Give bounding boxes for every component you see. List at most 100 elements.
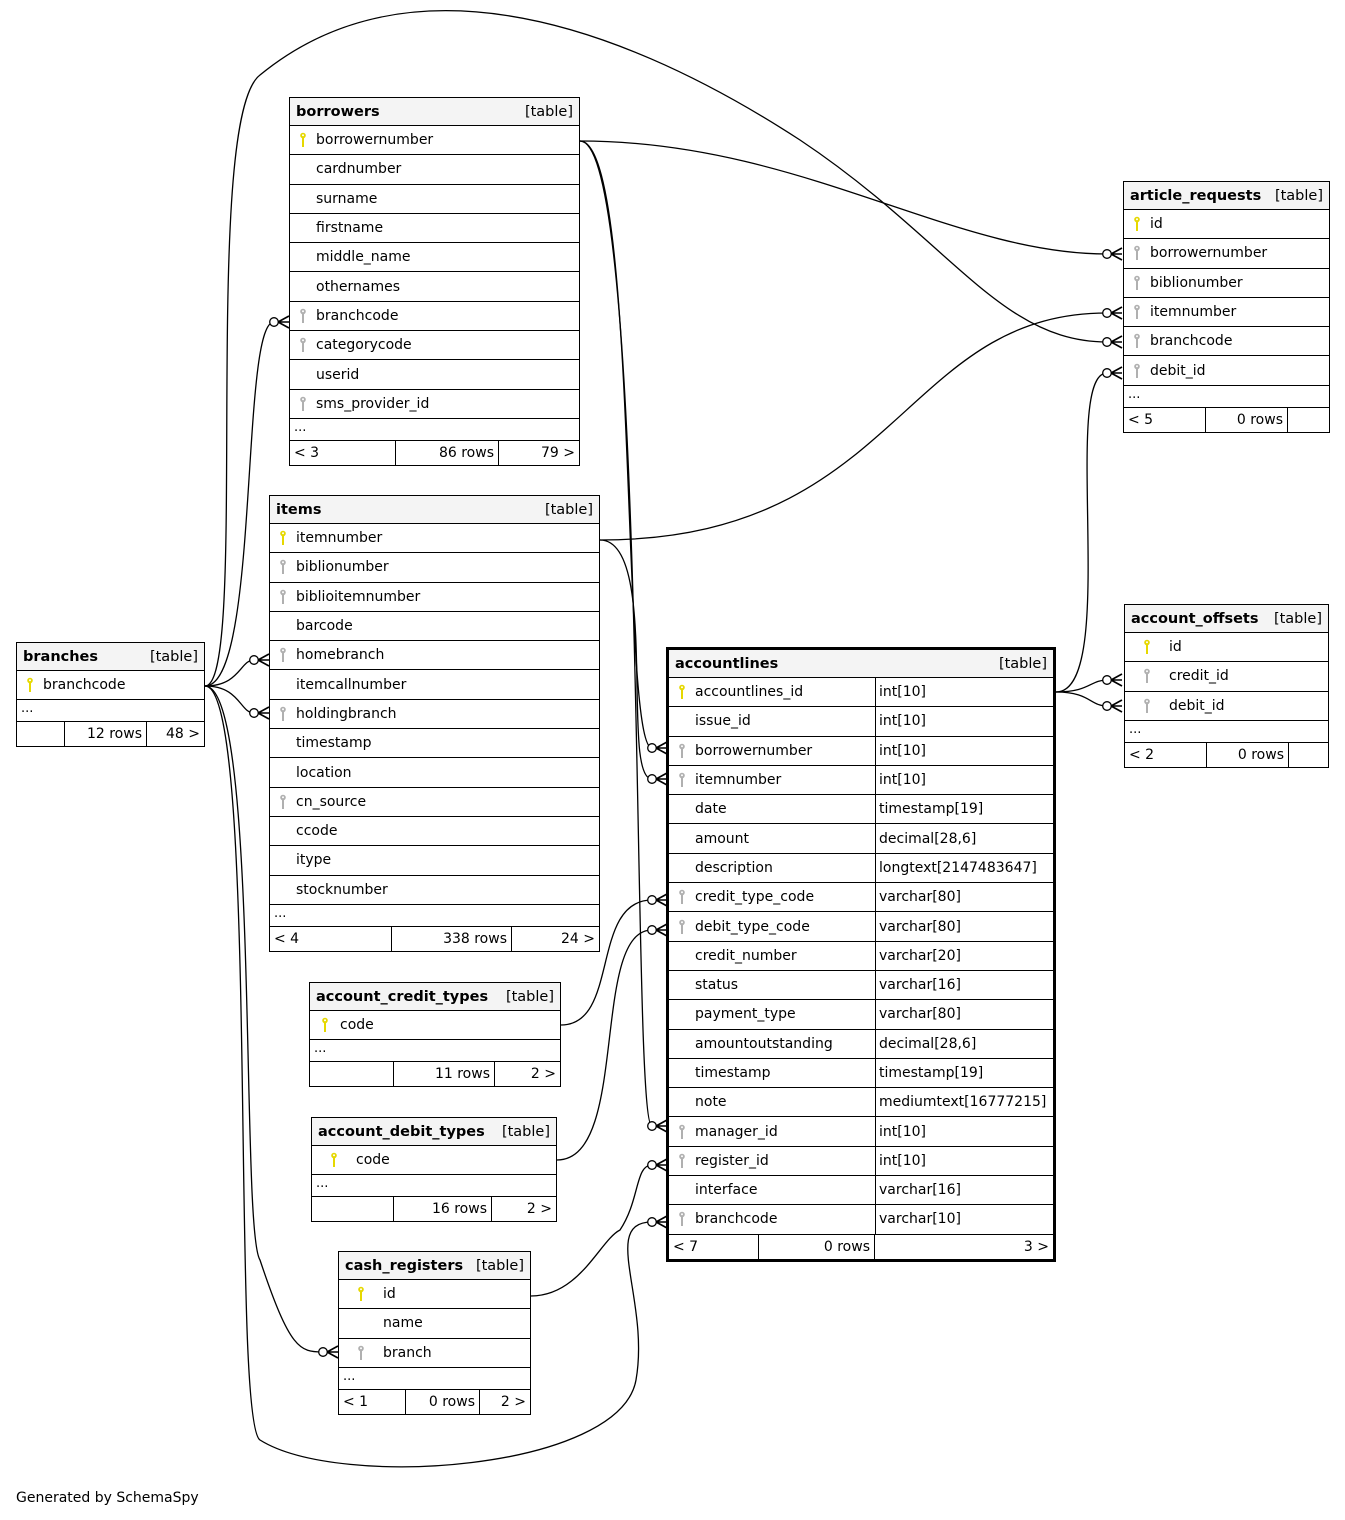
column-row[interactable]: timestamp [270,729,599,759]
column-row[interactable]: debit_id [1124,356,1329,386]
parents-count[interactable] [310,1062,394,1087]
column-row[interactable]: itemnumber [270,524,599,554]
column-row[interactable]: name [339,1309,530,1339]
parents-count[interactable]: < 2 [1125,742,1207,767]
table-header[interactable]: borrowers[table] [290,98,579,126]
column-row[interactable]: credit_id [1125,662,1328,692]
column-row[interactable]: surname [290,185,579,214]
column-row[interactable]: homebranch [270,641,599,671]
more-columns[interactable]: ... [312,1175,556,1198]
table-header[interactable]: branches[table] [17,643,204,671]
column-row[interactable]: itemcallnumber [270,670,599,700]
children-count[interactable] [1289,743,1328,767]
more-columns[interactable]: ... [270,905,599,927]
table-header[interactable]: account_credit_types[table] [310,983,560,1011]
children-count[interactable]: 2 > [526,1201,552,1218]
children-count[interactable]: 79 > [541,444,575,461]
parents-count[interactable]: < 5 [1124,407,1206,432]
table-name[interactable]: cash_registers [345,1257,464,1274]
table-name[interactable]: branches [23,648,99,665]
column-row[interactable]: borrowernumber [1124,239,1329,269]
column-row[interactable]: cardnumber [290,155,579,185]
column-row[interactable]: userid [290,360,579,390]
table-name[interactable]: article_requests [1130,187,1262,204]
column-row[interactable]: biblionumber [1124,269,1329,298]
column-row[interactable]: code [310,1011,560,1041]
table-header[interactable]: account_offsets[table] [1125,605,1328,633]
column-row[interactable]: sms_provider_id [290,390,579,419]
table-account-debit-types[interactable]: account_debit_types[table]code...16 rows… [311,1117,557,1223]
column-row[interactable]: id [1125,633,1328,663]
column-row[interactable]: cn_source [270,788,599,817]
children-count[interactable]: 3 > [1023,1238,1049,1255]
column-row[interactable]: location [270,758,599,788]
column-row[interactable]: id [339,1280,530,1310]
parents-count[interactable]: < 4 [270,926,392,951]
column-row[interactable]: ccode [270,817,599,847]
column-row[interactable]: holdingbranch [270,700,599,730]
table-name[interactable]: account_debit_types [318,1123,485,1140]
parents-count[interactable] [17,722,65,747]
parents-count[interactable]: < 3 [290,440,396,465]
column-row[interactable]: biblioitemnumber [270,583,599,612]
column-row[interactable]: branchcode [290,302,579,332]
column-row[interactable]: borrowernumber [290,126,579,156]
column-row[interactable]: stocknumber [270,876,599,905]
table-header[interactable]: cash_registers[table] [339,1252,530,1280]
children-count[interactable]: 48 > [166,726,200,743]
table-header[interactable]: account_debit_types[table] [312,1118,556,1146]
column-row[interactable]: itemnumber [1124,298,1329,328]
children-count[interactable]: 24 > [561,930,595,947]
children-count[interactable]: 2 > [500,1393,526,1410]
column-row[interactable]: biblionumber [270,553,599,583]
more-columns[interactable]: ... [1125,721,1328,743]
table-name[interactable]: account_credit_types [316,988,489,1005]
column-row[interactable]: branch [339,1339,530,1368]
column-row[interactable]: firstname [290,214,579,244]
table-name[interactable]: account_offsets [1131,610,1259,627]
table-account-credit-types[interactable]: account_credit_types[table]code...11 row… [309,982,561,1088]
column-row[interactable]: branchcode [1124,327,1329,357]
table-header[interactable]: items[table] [270,496,599,524]
table-name[interactable]: items [276,501,322,518]
column-row[interactable]: middle_name [290,243,579,273]
column-row[interactable]: debit_id [1125,692,1328,721]
children-count[interactable] [1288,408,1329,432]
children-count[interactable]: 2 > [530,1066,556,1083]
table-name[interactable]: accountlines [675,655,779,672]
more-columns[interactable]: ... [1124,386,1329,408]
more-columns[interactable]: ... [339,1368,530,1390]
column-row[interactable]: branchcode [17,671,204,701]
column-row[interactable]: barcode [270,612,599,642]
more-columns[interactable]: ... [17,700,204,723]
column-row[interactable]: categorycode [290,331,579,361]
parents-count[interactable]: < 7 [669,1234,759,1259]
table-header[interactable]: article_requests[table] [1124,182,1329,210]
parents-count[interactable]: < 1 [339,1389,406,1414]
column-row[interactable]: id [1124,210,1329,240]
